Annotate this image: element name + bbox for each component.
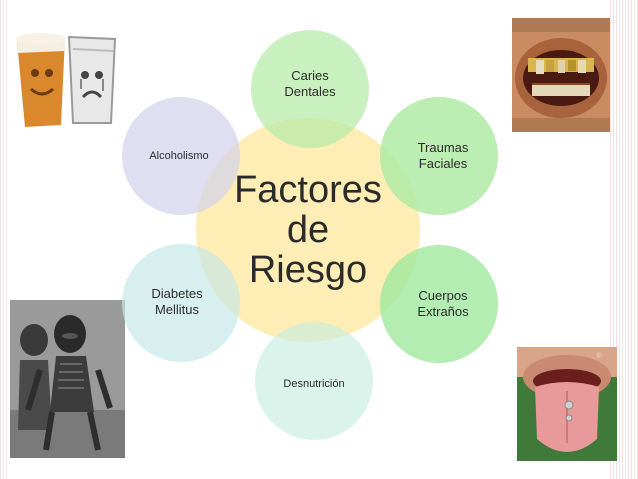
diabetes-label: Diabetes Mellitus <box>151 286 203 317</box>
left-border-decoration <box>0 0 8 479</box>
damaged-teeth-photo <box>512 18 610 132</box>
malnourished-child-photo <box>10 300 125 458</box>
desnutricion-label: Desnutrición <box>283 378 345 390</box>
beer-glasses-photo <box>11 19 123 131</box>
cuerpos-label: Cuerpos Extraños <box>417 288 469 319</box>
alcoholismo-label: Alcoholismo <box>149 150 209 162</box>
traumas-circle: Traumas Faciales <box>380 97 498 215</box>
tongue-piercing-photo <box>517 347 617 461</box>
caries-label: Caries Dentales <box>284 68 336 99</box>
diabetes-circle: Diabetes Mellitus <box>122 244 240 362</box>
desnutricion-circle: Desnutrición <box>255 322 373 440</box>
alcoholismo-circle: Alcoholismo <box>122 97 240 215</box>
traumas-label: Traumas Faciales <box>417 140 469 171</box>
center-label: Factores de Riesgo <box>234 169 382 291</box>
caries-circle: Caries Dentales <box>251 30 369 148</box>
cuerpos-circle: Cuerpos Extraños <box>380 245 498 363</box>
